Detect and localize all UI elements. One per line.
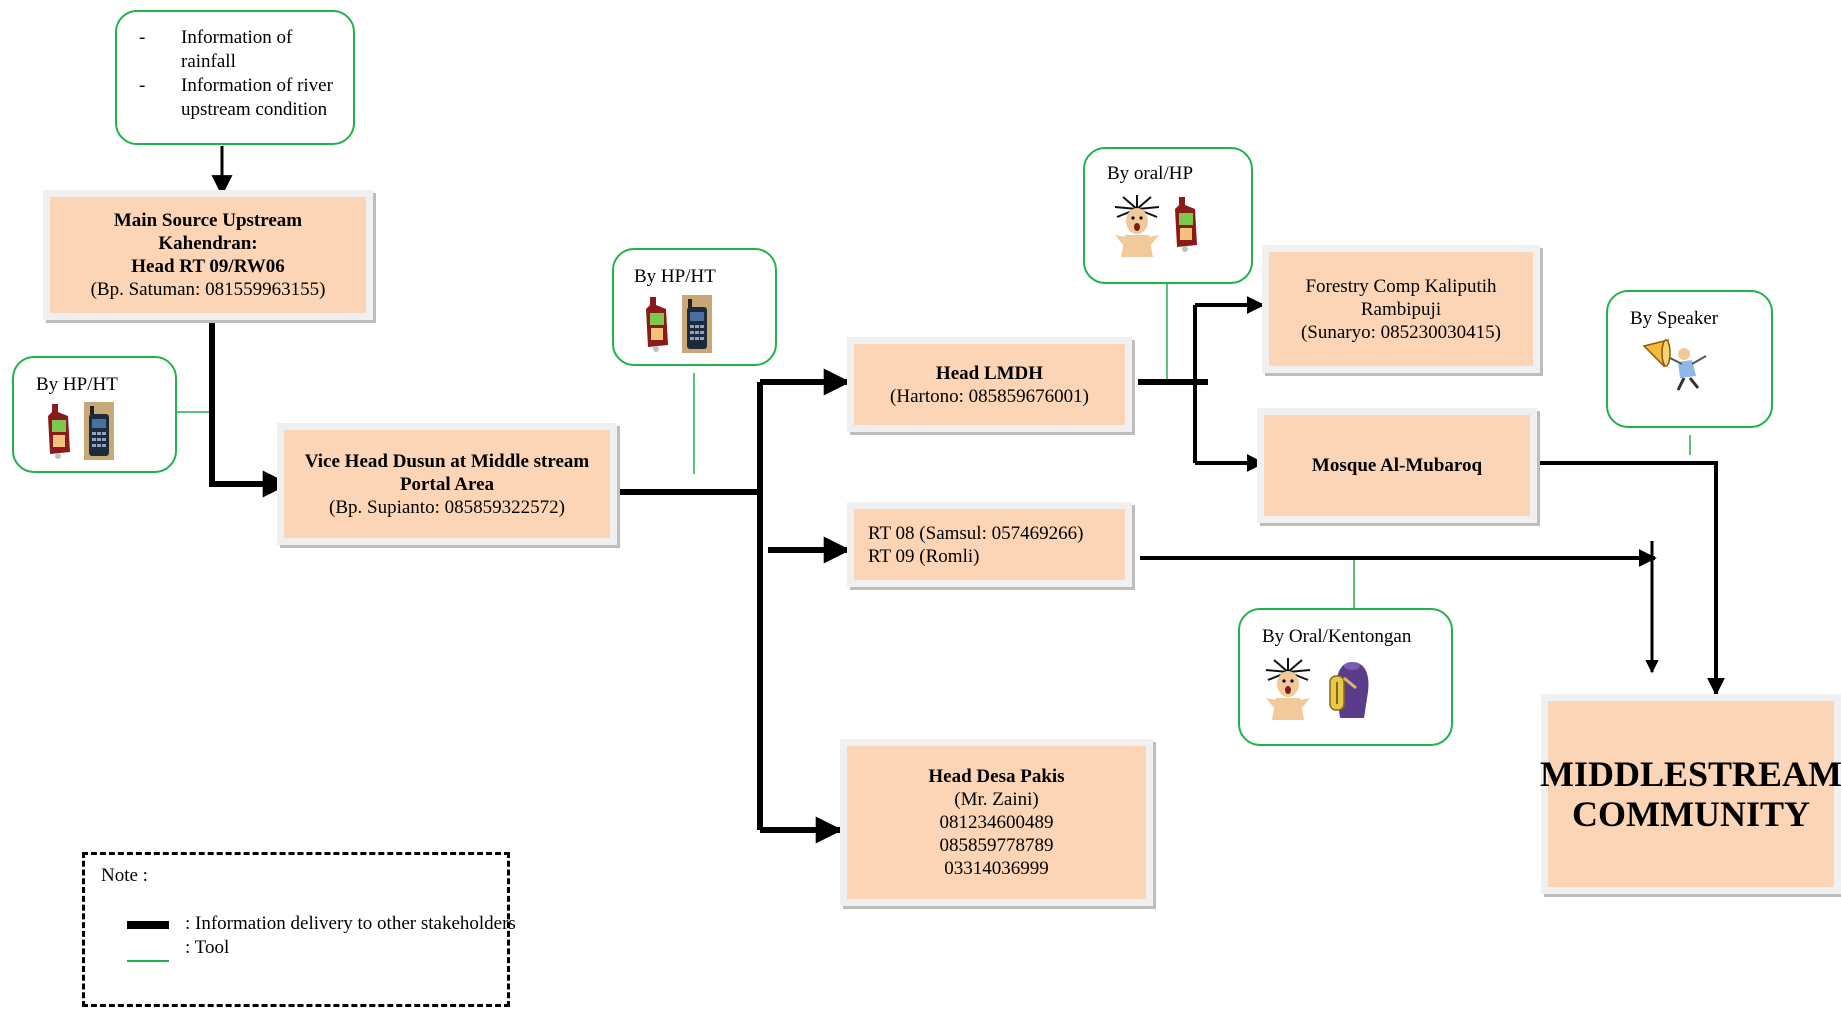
head-desa-line-2: 081234600489 — [939, 812, 1054, 833]
rt-line-1: RT 08 (Samsul: 057469266) — [868, 522, 1084, 544]
info-item-rainfall: Information of rainfall — [139, 26, 339, 74]
tool-hpht-mid: By HP/HT — [612, 248, 777, 366]
node-head-lmdh: Head LMDH (Hartono: 085859676001) — [847, 337, 1132, 432]
forestry-line-2: Rambipuji — [1360, 298, 1442, 320]
vice-head-line-2: Portal Area — [399, 473, 495, 495]
head-lmdh-title: Head LMDH — [935, 362, 1044, 384]
arrow-main-to-vice — [209, 320, 290, 498]
legend-note: Note : : Information delivery to other s… — [82, 852, 516, 1007]
node-main-source: Main Source Upstream Kahendran: Head RT … — [43, 190, 373, 320]
tool-oral-hp: By oral/HP — [1083, 147, 1253, 284]
walkie-talkie-icon — [84, 402, 114, 466]
node-vice-head: Vice Head Dusun at Middle stream Portal … — [277, 423, 617, 545]
node-forestry: Forestry Comp Kaliputih Rambipuji (Sunar… — [1262, 245, 1540, 373]
community-line-2: COMMUNITY — [1572, 794, 1810, 834]
vice-head-line-1: Vice Head Dusun at Middle stream — [304, 450, 590, 472]
forestry-line-1: Forestry Comp Kaliputih — [1305, 275, 1497, 297]
tool-speaker: By Speaker — [1606, 290, 1773, 428]
forestry-contact: (Sunaryo: 085230030415) — [1300, 321, 1501, 343]
head-desa-line-1: (Mr. Zaini) — [954, 789, 1039, 810]
tool-speaker-label: By Speaker — [1630, 308, 1719, 329]
main-source-line-3: Head RT 09/RW06 — [131, 256, 285, 277]
handheld-phone-icon — [44, 402, 74, 466]
head-lmdh-contact: (Hartono: 085859676001) — [890, 385, 1089, 407]
megaphone-speaker-icon — [1640, 336, 1710, 398]
walkie-talkie-icon — [682, 295, 712, 359]
head-desa-line-4: 03314036999 — [944, 858, 1049, 879]
node-rt: RT 08 (Samsul: 057469266) RT 09 (Romli) — [847, 502, 1132, 587]
tool-oral-kentongan-label: By Oral/Kentongan — [1262, 626, 1412, 647]
legend-thin-line-swatch — [127, 960, 169, 962]
handheld-phone-icon — [1171, 195, 1201, 267]
legend-thick-line-swatch — [127, 921, 169, 929]
information-box: Information of rainfall Information of r… — [115, 10, 355, 145]
information-list: Information of rainfall Information of r… — [139, 26, 339, 122]
shouting-person-icon — [1264, 658, 1312, 730]
head-desa-line-3: 085859778789 — [939, 835, 1054, 856]
community-line-1: MIDDLESTREAM — [1539, 754, 1841, 794]
main-source-contact: (Bp. Satuman: 081559963155) — [90, 279, 326, 300]
legend-thin-label: : Tool — [185, 937, 230, 958]
tool-hpht-left: By HP/HT — [12, 356, 177, 473]
node-mosque: Mosque Al-Mubaroq — [1257, 408, 1537, 523]
main-source-line-2: Kahendran: — [158, 233, 258, 254]
node-head-desa: Head Desa Pakis (Mr. Zaini) 081234600489… — [840, 739, 1153, 906]
kentongan-drum-icon — [1322, 658, 1374, 730]
vice-head-contact: (Bp. Supianto: 085859322572) — [329, 496, 565, 518]
tool-hpht-mid-label: By HP/HT — [634, 266, 716, 287]
node-middlestream-community: MIDDLESTREAM COMMUNITY — [1539, 694, 1841, 894]
tool-hpht-left-label: By HP/HT — [36, 374, 118, 395]
tool-oral-kentongan: By Oral/Kentongan — [1238, 608, 1453, 746]
arrow-mosque-to-community — [1537, 461, 1725, 696]
info-item-river: Information of river upstream condition — [139, 74, 339, 122]
head-desa-title: Head Desa Pakis — [928, 766, 1065, 787]
rt-line-2: RT 09 (Romli) — [868, 545, 980, 567]
legend-thick-label: : Information delivery to other stakehol… — [185, 913, 516, 934]
main-source-line-1: Main Source Upstream — [113, 210, 303, 231]
legend-title: Note : — [101, 865, 148, 886]
mosque-title: Mosque Al-Mubaroq — [1311, 455, 1483, 476]
handheld-phone-icon — [642, 295, 672, 359]
shouting-person-icon — [1113, 195, 1161, 267]
tool-oral-hp-label: By oral/HP — [1107, 163, 1194, 184]
